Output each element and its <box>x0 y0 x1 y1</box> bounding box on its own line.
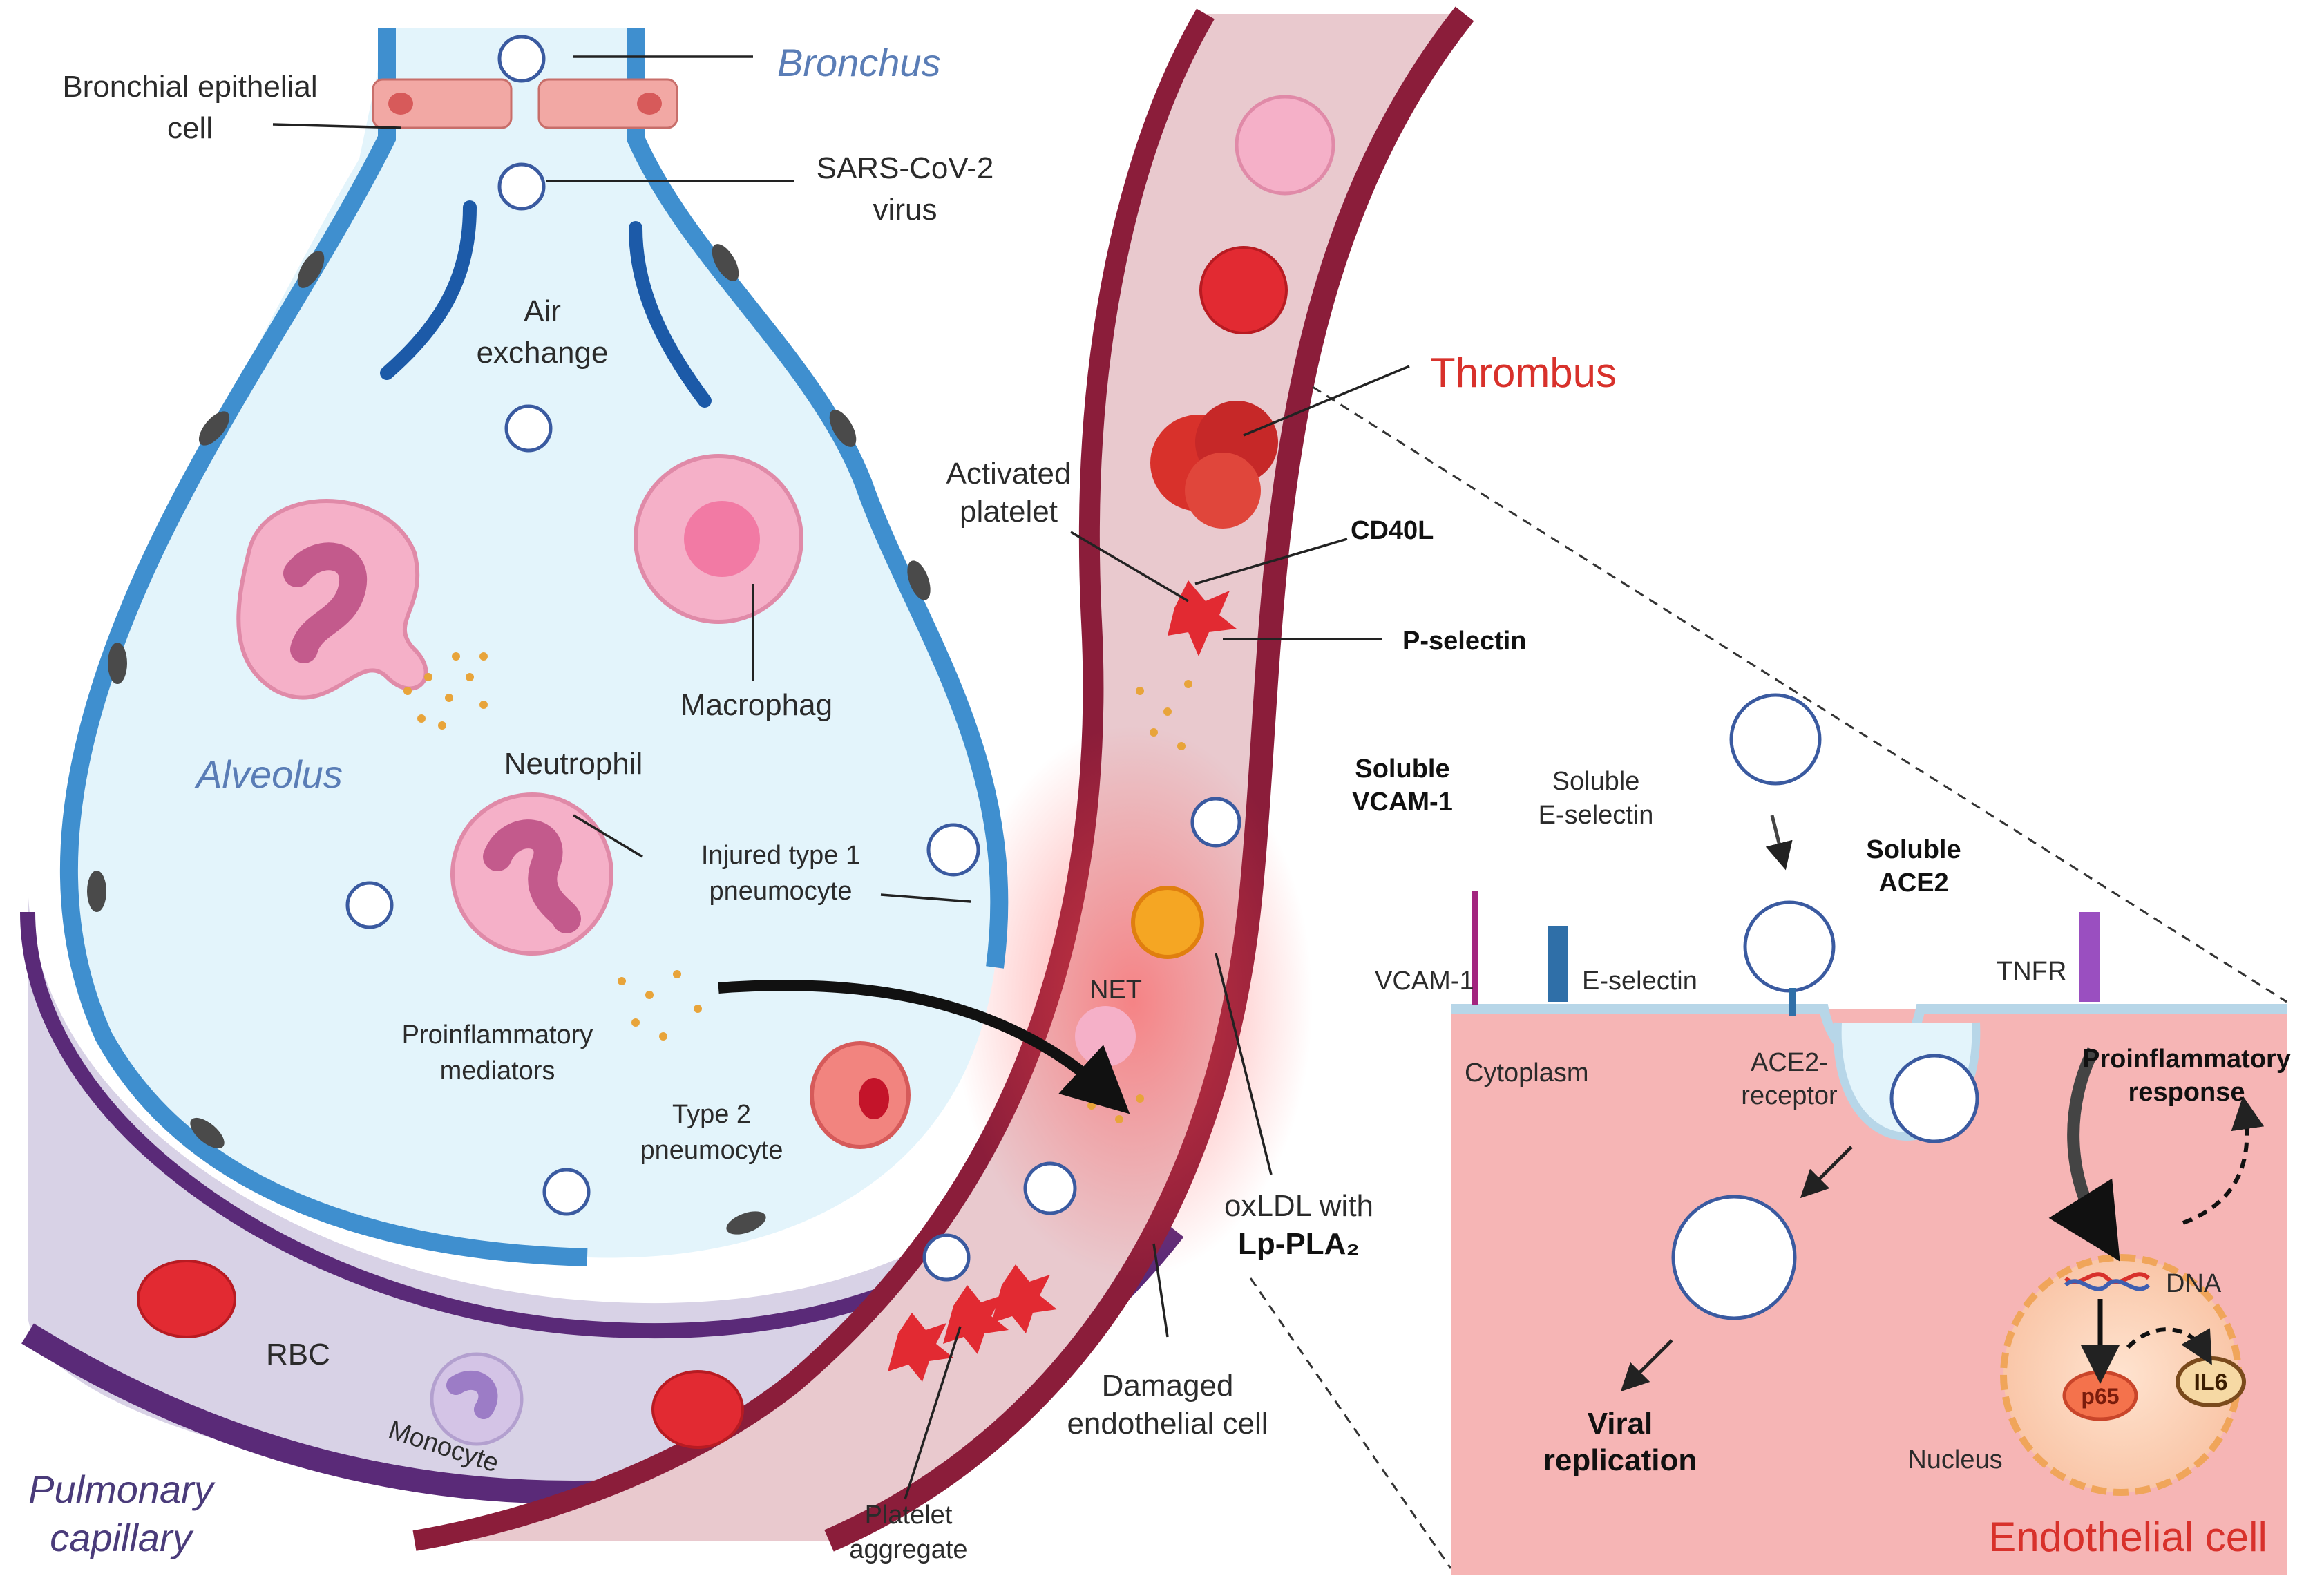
label-damaged-endothelial-2: endothelial cell <box>1067 1407 1268 1441</box>
label-nucleus: Nucleus <box>1907 1445 2002 1474</box>
thrombus <box>1150 401 1278 529</box>
neutrophil <box>450 792 613 956</box>
label-viral-replication-1: Viral <box>1588 1407 1653 1441</box>
label-oxldl-2: Lp-PLA₂ <box>1238 1227 1360 1261</box>
mediators-arrow <box>718 980 1130 1114</box>
label-platelet-aggregate-1: Platelet <box>865 1501 953 1530</box>
label-activated-platelet-1: Activated <box>946 457 1072 491</box>
label-bronchial-epithelial-cell-1: Bronchial epithelial <box>62 70 317 104</box>
label-soluble-eselectin-1: Soluble <box>1552 767 1640 796</box>
viral-replication-arrow <box>1620 1339 1673 1392</box>
label-soluble-vcam1-1: Soluble <box>1355 754 1449 783</box>
white-blood-cell-vessel <box>1235 95 1335 196</box>
vesicle-release-arrow <box>1800 1146 1853 1199</box>
label-air-exchange-2: exchange <box>477 336 609 370</box>
alveolus <box>59 28 1009 1266</box>
label-vcam1: VCAM-1 <box>1375 967 1474 996</box>
label-pulmonary-capillary-2: capillary <box>50 1516 193 1559</box>
label-air-exchange-1: Air <box>524 294 561 328</box>
label-soluble-ace2-1: Soluble <box>1866 835 1961 864</box>
label-thrombus: Thrombus <box>1430 350 1617 396</box>
label-sars-cov-2-2: virus <box>873 193 937 227</box>
label-sars-cov-2-1: SARS-CoV-2 <box>817 151 994 185</box>
label-il6: IL6 <box>2193 1369 2227 1396</box>
label-p65: p65 <box>2081 1384 2119 1409</box>
label-injured-type1-1: Injured type 1 <box>701 841 860 870</box>
label-rbc: RBC <box>266 1338 330 1371</box>
platelet-aggregate <box>888 1264 1057 1382</box>
bronchial-epithelial-cells <box>372 78 678 129</box>
neutrophil-engulfing <box>236 499 428 700</box>
net <box>1075 1006 1136 1067</box>
label-alveolus: Alveolus <box>194 752 343 796</box>
label-ace2-receptor-1: ACE2- <box>1751 1048 1828 1077</box>
label-macrophag: Macrophag <box>680 688 832 722</box>
label-proinflammatory-response-2: response <box>2129 1078 2245 1107</box>
type-2-pneumocyte <box>810 1041 911 1149</box>
label-soluble-vcam1-2: VCAM-1 <box>1352 788 1453 817</box>
epithelial-nuclei <box>87 244 931 1235</box>
label-endothelial-cell: Endothelial cell <box>1988 1514 2267 1560</box>
label-oxldl-1: oxLDL with <box>1224 1189 1373 1223</box>
red-blood-cells <box>137 246 1288 1449</box>
label-proinflammatory-mediators-2: mediators <box>440 1056 555 1085</box>
label-soluble-ace2-2: ACE2 <box>1878 868 1948 897</box>
sars-cov-2-virus-particles <box>345 35 1979 1320</box>
label-proinflammatory-response-1: Proinflammatory <box>2082 1045 2291 1074</box>
label-viral-replication-2: replication <box>1543 1443 1697 1477</box>
nucleus <box>2000 1254 2246 1496</box>
air-exchange-arrow-up <box>629 221 712 408</box>
label-type2-1: Type 2 <box>672 1100 751 1129</box>
label-eselectin: E-selectin <box>1582 967 1697 996</box>
membrane-receptors <box>1472 891 2100 1016</box>
label-dna: DNA <box>2166 1269 2222 1298</box>
virus-binding-arrow <box>1765 815 1793 871</box>
monocyte <box>430 1352 524 1446</box>
label-activated-platelet-2: platelet <box>960 495 1058 529</box>
proinflammatory-mediator-dots <box>403 652 1192 1123</box>
label-injured-type1-2: pneumocyte <box>709 877 852 906</box>
label-net: NET <box>1089 976 1142 1005</box>
label-neutrophil: Neutrophil <box>504 747 643 781</box>
label-bronchial-epithelial-cell-2: cell <box>167 111 213 145</box>
oxldl-particle <box>1131 886 1204 959</box>
label-soluble-eselectin-2: E-selectin <box>1539 801 1654 830</box>
proinflammatory-response-arrow <box>2182 1096 2265 1225</box>
label-platelet-aggregate-2: aggregate <box>849 1535 967 1564</box>
label-cytoplasm: Cytoplasm <box>1465 1058 1589 1087</box>
tnfr-signal-arrow <box>2048 1047 2120 1262</box>
air-exchange-arrow-down <box>380 200 477 380</box>
label-p-selectin: P-selectin <box>1402 627 1527 656</box>
label-proinflammatory-mediators-1: Proinflammatory <box>402 1020 593 1049</box>
label-bronchus: Bronchus <box>777 41 941 84</box>
label-type2-2: pneumocyte <box>640 1136 783 1165</box>
macrophage <box>634 454 803 624</box>
eselectin-receptor <box>1548 926 1568 1002</box>
blood-vessel <box>412 6 1474 1552</box>
leader-lines <box>272 55 1410 1500</box>
label-ace2-receptor-2: receptor <box>1741 1081 1838 1110</box>
label-pulmonary-capillary-1: Pulmonary <box>28 1467 216 1511</box>
label-tnfr: TNFR <box>1997 957 2066 986</box>
tnfr-receptor <box>2079 912 2100 1002</box>
label-damaged-endothelial-1: Damaged <box>1102 1369 1234 1403</box>
label-cd40l: CD40L <box>1351 516 1434 545</box>
